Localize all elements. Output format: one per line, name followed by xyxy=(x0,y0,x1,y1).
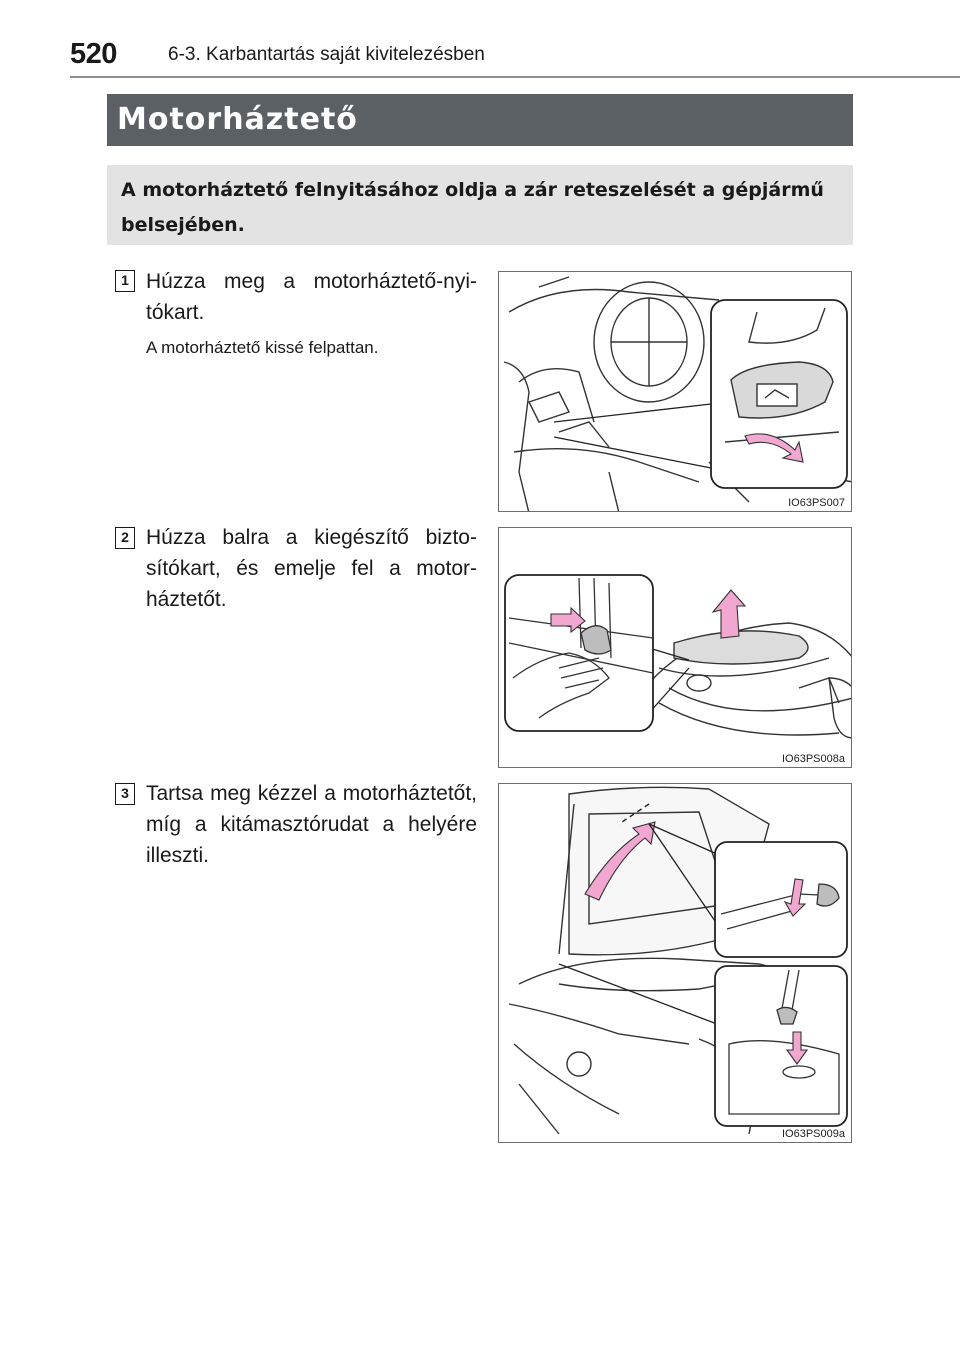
figure-2-code: IO63PS008a xyxy=(780,753,847,765)
figure-safety-catch: IO63PS008a xyxy=(498,527,852,768)
header-divider xyxy=(70,76,960,78)
step-2-number: 2 xyxy=(115,527,135,549)
step-3-number: 3 xyxy=(115,783,135,805)
step-2-text: Húzza balra a kiegészítő bizto­sítókart,… xyxy=(146,526,477,611)
page-title: Motorháztető xyxy=(117,102,358,137)
figure-3-code: IO63PS009a xyxy=(780,1128,847,1140)
support-rod-illustration xyxy=(508,786,848,1135)
figure-support-rod: IO63PS009a xyxy=(498,783,852,1143)
step-1-note: A motorháztető kissé felpattan. xyxy=(146,338,379,357)
intro-text: A motorháztető felnyitásához oldja a zár… xyxy=(121,179,824,236)
intro-box: A motorháztető felnyitásához oldja a zár… xyxy=(107,165,853,245)
figure-1-code: IO63PS007 xyxy=(786,497,847,509)
step-3-text: Tartsa meg kézzel a motorház­tetőt, míg … xyxy=(146,782,477,867)
figure-hood-release-lever: IO63PS007 xyxy=(498,271,852,512)
section-breadcrumb: 6-3. Karbantartás saját kivitelezésben xyxy=(168,44,485,65)
page-number: 520 xyxy=(70,38,117,70)
step-1-number: 1 xyxy=(115,270,135,292)
safety-catch-illustration xyxy=(504,574,851,739)
section-title-bar: Motorháztető xyxy=(107,94,853,146)
step-1-text: Húzza meg a motorháztető-nyi­tókart. xyxy=(146,270,477,324)
hood-lever-illustration xyxy=(503,276,851,511)
